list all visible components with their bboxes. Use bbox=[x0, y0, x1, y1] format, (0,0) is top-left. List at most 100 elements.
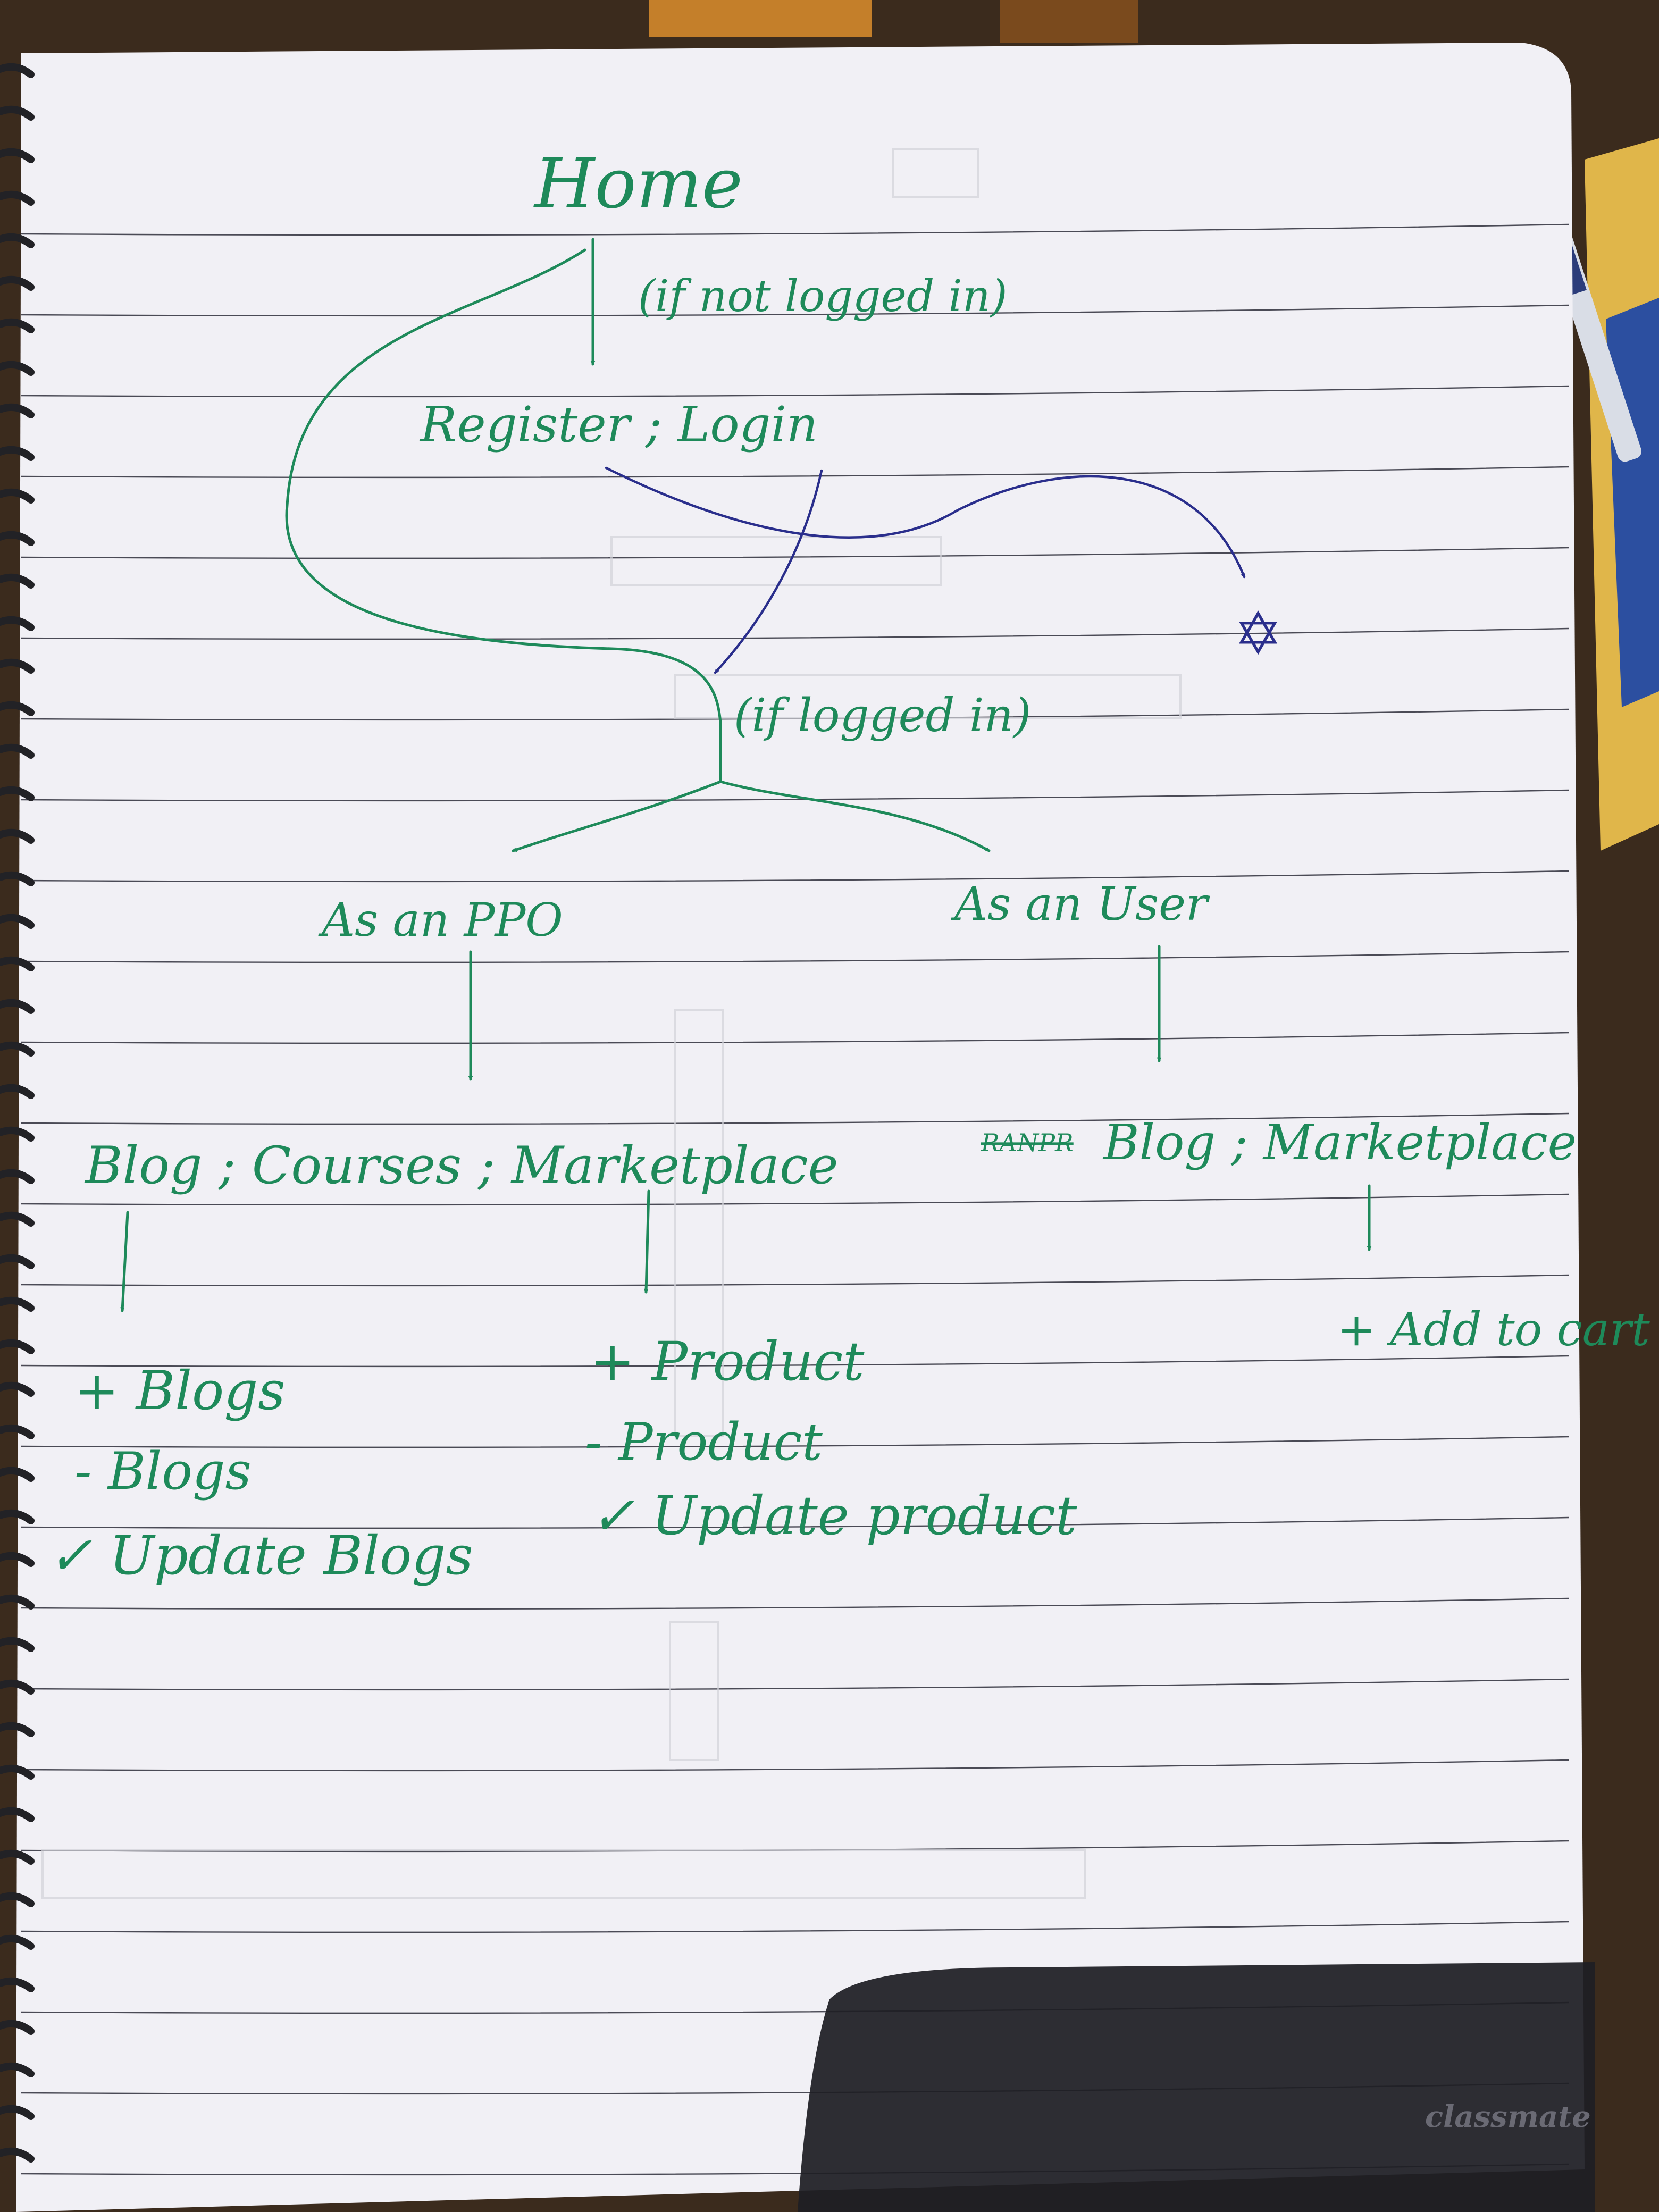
spiral-ring bbox=[0, 956, 35, 971]
user-scribble: RANPR bbox=[981, 1128, 1074, 1157]
ruled-line bbox=[21, 1032, 1569, 1044]
spiral-ring bbox=[0, 1041, 35, 1057]
ruled-line bbox=[21, 466, 1569, 479]
ruled-line bbox=[21, 1274, 1569, 1287]
spiral-ring bbox=[0, 616, 35, 631]
fabric-pattern-2 bbox=[1000, 0, 1138, 43]
spiral-ring bbox=[0, 1084, 35, 1099]
spiral-ring bbox=[0, 403, 35, 418]
spiral-ring bbox=[0, 658, 35, 674]
ruled-line bbox=[21, 1355, 1569, 1368]
marketplace-down-arrow bbox=[646, 1189, 650, 1294]
spiral-ring bbox=[0, 1424, 35, 1439]
spiral-ring bbox=[0, 1849, 35, 1865]
spiral-ring bbox=[0, 1934, 35, 1950]
spiral-ring bbox=[0, 1807, 35, 1822]
as-user-label: As an User bbox=[951, 878, 1210, 931]
home-label: Home bbox=[533, 143, 743, 224]
diagram-labels: Home (if not logged in) Register ; Login… bbox=[48, 143, 1650, 1587]
spiral-ring bbox=[0, 1381, 35, 1397]
ruled-line bbox=[21, 385, 1569, 398]
home-bypass-curve bbox=[285, 248, 722, 783]
green-flow-lines bbox=[122, 238, 1369, 1312]
ruled-line bbox=[21, 304, 1569, 317]
spiral-ring bbox=[0, 1169, 35, 1184]
update-blogs-item: ✓ Update Blogs bbox=[48, 1524, 473, 1587]
if-logged-in-label: (if logged in) bbox=[734, 689, 1031, 742]
spiral-ring bbox=[0, 190, 35, 206]
spiral-ring bbox=[0, 2105, 35, 2120]
spiral-ring bbox=[0, 275, 35, 291]
spiral-ring bbox=[0, 1296, 35, 1312]
spiral-ring bbox=[0, 2147, 35, 2163]
notebook-page bbox=[16, 43, 1585, 2212]
spiral-ring bbox=[0, 233, 35, 248]
spiral-ring bbox=[0, 488, 35, 504]
spiral-ring bbox=[0, 148, 35, 163]
spiral-ring bbox=[0, 446, 35, 461]
ruled-line bbox=[21, 1921, 1569, 1933]
spiral-ring bbox=[0, 1552, 35, 1567]
if-not-logged-in-label: (if not logged in) bbox=[638, 271, 1008, 322]
spiral-ring bbox=[0, 2062, 35, 2077]
spiral-ring bbox=[0, 1126, 35, 1142]
remove-product-item: - Product bbox=[585, 1412, 823, 1472]
spiral-ring bbox=[0, 105, 35, 121]
spiral-ring bbox=[0, 63, 35, 78]
ruled-line bbox=[21, 789, 1569, 802]
ruled-line bbox=[21, 1597, 1569, 1610]
spiral-ring bbox=[0, 1637, 35, 1652]
spiral-ring bbox=[0, 2020, 35, 2035]
ruled-line bbox=[21, 870, 1569, 883]
spiral-ring bbox=[0, 1764, 35, 1780]
photo-shadow bbox=[798, 1962, 1595, 2212]
ruled-line bbox=[21, 1436, 1569, 1448]
spiral-ring bbox=[0, 1339, 35, 1354]
spiral-ring bbox=[0, 531, 35, 546]
ruled-line bbox=[21, 1759, 1569, 1772]
spiral-ring bbox=[0, 1509, 35, 1524]
as-ppo-label: As an PPO bbox=[318, 894, 563, 947]
blog-down-arrow bbox=[122, 1211, 129, 1312]
branch-to-user-arrow bbox=[719, 780, 991, 852]
blue-flow-lines bbox=[605, 466, 1246, 674]
spiral-ring bbox=[0, 1722, 35, 1737]
ruled-line bbox=[21, 1678, 1569, 1691]
user-sections-label: Blog ; Marketplace bbox=[1102, 1114, 1577, 1171]
spiral-ring bbox=[0, 786, 35, 801]
spiral-ring bbox=[0, 871, 35, 886]
spiral-ring bbox=[0, 1254, 35, 1269]
show-through-text bbox=[41, 148, 1182, 1899]
spiral-binding bbox=[0, 63, 35, 2163]
spiral-ring bbox=[0, 361, 35, 376]
branch-to-ppo-arrow bbox=[512, 780, 722, 852]
ruled-line bbox=[21, 627, 1569, 640]
login-to-logged-in-arrow bbox=[714, 469, 823, 674]
spiral-ring bbox=[0, 828, 35, 844]
spiral-ring bbox=[0, 318, 35, 333]
update-product-item: ✓ Update product bbox=[590, 1485, 1077, 1547]
spiral-ring bbox=[0, 743, 35, 759]
ruled-line bbox=[21, 1193, 1569, 1206]
spiral-ring bbox=[0, 701, 35, 716]
spiral-ring bbox=[0, 1211, 35, 1227]
spiral-ring bbox=[0, 914, 35, 929]
ruled-line bbox=[21, 547, 1569, 559]
register-login-label: Register ; Login bbox=[419, 396, 818, 453]
spiral-ring bbox=[0, 1892, 35, 1907]
remove-blogs-item: - Blogs bbox=[74, 1442, 252, 1501]
register-to-star-arrow bbox=[605, 466, 1246, 579]
spiral-ring bbox=[0, 1594, 35, 1610]
spiral-ring bbox=[0, 1679, 35, 1695]
spiral-ring bbox=[0, 1977, 35, 1992]
fabric-pattern bbox=[649, 0, 872, 37]
ruled-line bbox=[21, 223, 1569, 236]
add-product-item: + Product bbox=[590, 1330, 865, 1393]
ruled-line bbox=[21, 1112, 1569, 1125]
brand-logo: classmate bbox=[1425, 2099, 1591, 2134]
ppo-sections-label: Blog ; Courses ; Marketplace bbox=[84, 1136, 839, 1195]
spiral-ring bbox=[0, 1467, 35, 1482]
spiral-ring bbox=[0, 999, 35, 1014]
add-to-cart-item: + Add to cart bbox=[1337, 1303, 1650, 1356]
